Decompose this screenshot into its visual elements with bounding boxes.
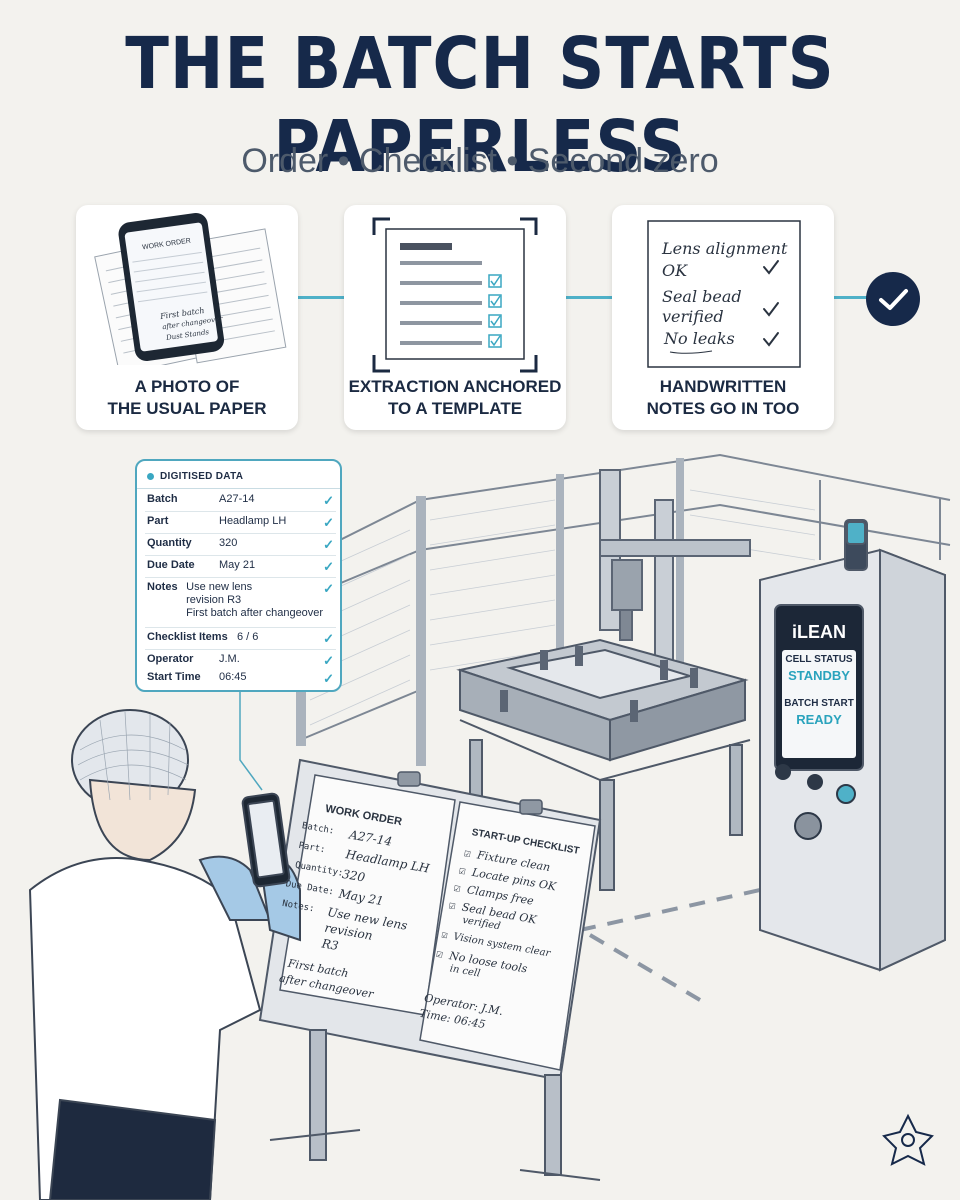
note-line: First batch after changeover — [186, 607, 324, 619]
status-dot-icon — [147, 473, 154, 480]
data-label: Operator — [147, 653, 194, 665]
wo-value: A27-14 — [348, 827, 394, 849]
cell-status-label: CELL STATUS — [785, 654, 853, 665]
cabinet-brand: iLEAN — [792, 622, 846, 642]
row-divider — [145, 649, 336, 650]
panel-title: DIGITISED DATA — [160, 471, 244, 482]
data-label: Start Time — [147, 671, 201, 683]
data-label: Quantity — [147, 537, 192, 549]
row-divider — [145, 577, 336, 578]
machine-gantry — [599, 469, 751, 671]
brand-logo-icon — [882, 1113, 934, 1166]
data-value: 320 — [219, 537, 238, 549]
data-row: Quantity 320 ✓ — [147, 537, 334, 553]
fence-mesh — [309, 489, 816, 726]
wo-label: Due Date: — [284, 879, 335, 898]
row-divider — [145, 627, 336, 628]
data-value: May 21 — [219, 559, 256, 571]
batch-start-value: READY — [796, 712, 842, 727]
wo-label: Notes: — [281, 898, 316, 915]
data-value: J.M. — [219, 653, 240, 665]
data-value: A27-14 — [219, 493, 255, 505]
data-label: Checklist Items — [147, 631, 228, 643]
check-icon: ✓ — [323, 537, 334, 552]
digitised-data-panel: DIGITISED DATA Batch A27-14 ✓ Part Headl… — [135, 459, 342, 692]
wo-label: Quantity: — [294, 860, 344, 879]
fixture-table — [456, 638, 751, 891]
handwritten-notes-icon — [647, 220, 801, 368]
done-check-icon — [866, 272, 920, 326]
phone-photo-icon — [94, 212, 287, 365]
data-value: Use new lens revision R3 First batch aft… — [186, 581, 323, 620]
step-caption-line: EXTRACTION ANCHORED — [348, 377, 562, 396]
page-title: THE BATCH STARTS PAPERLESS — [125, 23, 835, 189]
data-row: Due Date May 21 ✓ — [147, 559, 334, 575]
page-subtitle: Order • Checklist • Second zero — [241, 142, 719, 180]
check-icon: ✓ — [323, 493, 334, 508]
data-row: Start Time 06:45 ✓ — [147, 671, 334, 687]
data-value: 06:45 — [219, 671, 247, 683]
wo-label: Batch: — [301, 821, 335, 837]
wo-note: R3 — [320, 936, 340, 954]
data-row: Batch A27-14 ✓ — [147, 493, 334, 509]
data-row: Checklist Items 6 / 6 ✓ — [147, 631, 334, 647]
step-card-photo: WORK ORDER First batch after changeover … — [76, 205, 298, 430]
step-caption-line: HANDWRITTEN — [659, 377, 787, 396]
step-card-handwritten: Lens alignment OK Seal bead verified No … — [612, 205, 834, 430]
data-row: Operator J.M. ✓ — [147, 653, 334, 669]
wo-label: Part: — [297, 840, 327, 856]
data-value: Headlamp LH — [219, 515, 287, 527]
panel-header: DIGITISED DATA — [147, 471, 243, 482]
step-caption: HANDWRITTEN NOTES GO IN TOO — [612, 376, 834, 420]
step-caption: A PHOTO OF THE USUAL PAPER — [76, 376, 298, 420]
handwritten-line: Seal bead — [662, 287, 742, 306]
handwritten-line: Lens alignment — [662, 239, 788, 258]
work-order-title: WORK ORDER — [324, 802, 403, 829]
data-label: Due Date — [147, 559, 195, 571]
row-divider — [145, 511, 336, 512]
handwritten-line: verified — [662, 307, 724, 326]
step-caption-line: TO A TEMPLATE — [387, 399, 523, 418]
template-extraction-icon — [372, 217, 538, 373]
row-divider — [145, 555, 336, 556]
step-connector — [298, 296, 344, 299]
wo-value: 320 — [341, 866, 367, 885]
note-line: Use new lens — [186, 581, 253, 593]
panel-divider — [137, 488, 340, 489]
check-icon: ✓ — [323, 559, 334, 574]
handwritten-line: OK — [662, 261, 688, 280]
workcell-illustration — [28, 453, 951, 1200]
note-line: revision R3 — [186, 594, 242, 606]
data-label: Notes — [147, 581, 178, 593]
handwritten-line: No leaks — [664, 329, 735, 348]
check-icon: ✓ — [323, 515, 334, 530]
data-label: Batch — [147, 493, 178, 505]
step-card-template: EXTRACTION ANCHORED TO A TEMPLATE — [344, 205, 566, 430]
wo-value: May 21 — [337, 886, 385, 909]
check-icon: ✓ — [323, 581, 334, 596]
step-caption-line: A PHOTO OF — [134, 377, 240, 396]
step-caption: EXTRACTION ANCHORED TO A TEMPLATE — [344, 376, 566, 420]
step-caption-line: NOTES GO IN TOO — [646, 399, 800, 418]
step-caption-line: THE USUAL PAPER — [107, 399, 267, 418]
row-divider — [145, 533, 336, 534]
step-connector — [566, 296, 612, 299]
floor-marking — [579, 888, 761, 1002]
batch-start-label: BATCH START — [784, 698, 854, 709]
check-icon: ✓ — [323, 631, 334, 646]
data-row: Part Headlamp LH ✓ — [147, 515, 334, 531]
check-icon: ✓ — [323, 653, 334, 668]
hairnet-mesh — [77, 711, 189, 801]
operator-figure — [28, 709, 301, 1200]
data-value: 6 / 6 — [237, 631, 259, 643]
cabinet-buttons — [775, 764, 856, 840]
step-connector — [834, 296, 868, 299]
data-row-notes: Notes Use new lens revision R3 First bat… — [147, 581, 334, 620]
check-icon: ✓ — [323, 671, 334, 686]
cell-status-value: STANDBY — [788, 668, 850, 683]
data-label: Part — [147, 515, 169, 527]
